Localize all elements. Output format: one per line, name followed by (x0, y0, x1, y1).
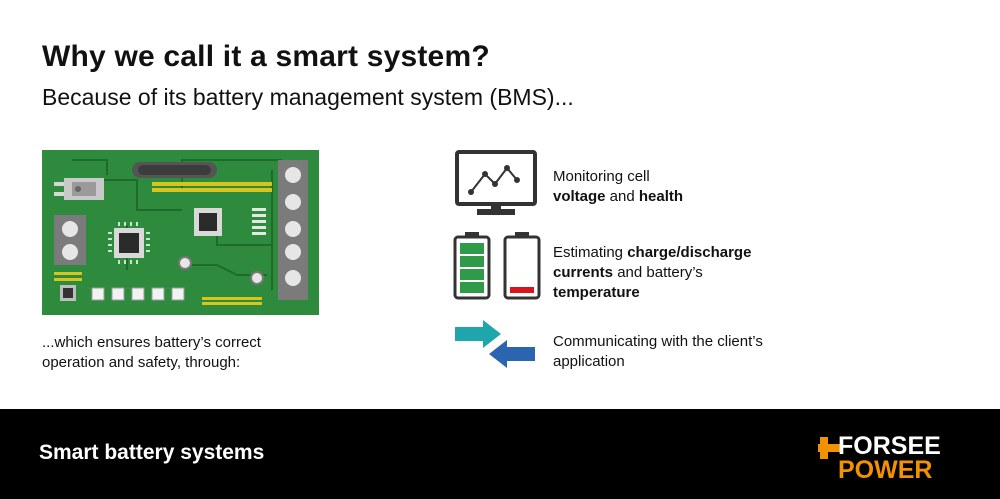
footer-bar (0, 409, 1000, 499)
feature-3-line-1: Communicating with the client’s (553, 333, 763, 350)
feature-monitoring-text: Monitoring cell voltage and health (553, 167, 683, 207)
feature-estimating-text: Estimating charge/discharge currents and… (553, 243, 751, 303)
forsee-power-logo: FORSEE POWER (818, 432, 941, 481)
feature-2-line-3: temperature (553, 284, 640, 301)
feature-1-line-2: voltage and health (553, 188, 684, 205)
logo-line-2: POWER (838, 456, 932, 481)
battery-levels-icon (453, 232, 541, 300)
bms-circuit-board-illustration (42, 150, 319, 315)
bms-caption: ...which ensures battery’s correct opera… (42, 333, 312, 373)
page-subtitle: Because of its battery management system… (42, 84, 574, 110)
feature-3-line-2: application (553, 353, 625, 370)
feature-1-line-1: Monitoring cell (553, 168, 650, 185)
logo-line-1: FORSEE (838, 432, 941, 460)
feature-communicating-text: Communicating with the client’s applicat… (553, 332, 763, 372)
feature-2-line-2: currents and battery’s (553, 264, 703, 281)
feature-2-line-1: Estimating charge/discharge (553, 244, 752, 261)
footer-title: Smart battery systems (39, 441, 265, 464)
page-title: Why we call it a smart system? (42, 40, 490, 73)
exchange-arrows-icon (455, 320, 535, 368)
caption-line-1: ...which ensures battery’s correct (42, 334, 261, 351)
caption-line-2: operation and safety, through: (42, 354, 241, 371)
monitor-chart-icon (455, 150, 537, 215)
